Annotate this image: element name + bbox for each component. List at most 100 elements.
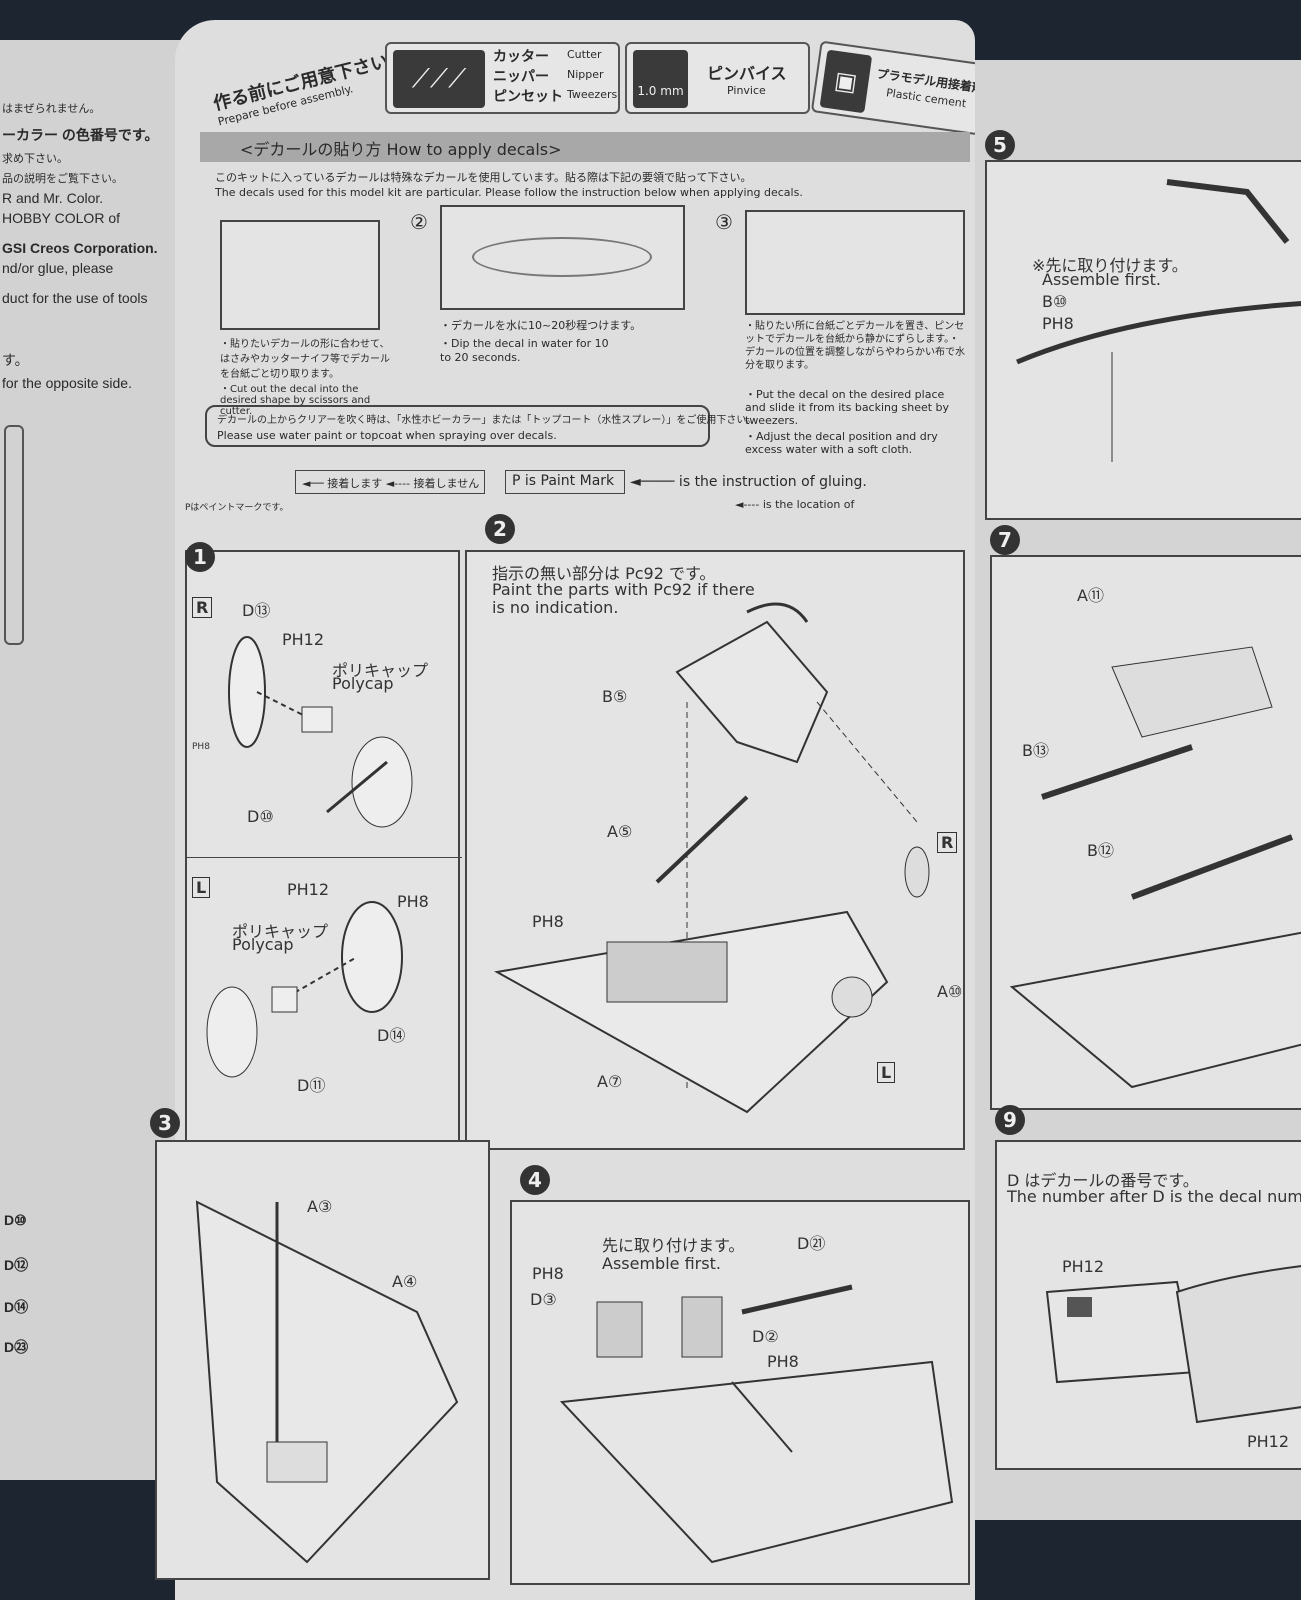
step1-right-drawing [228,636,413,828]
tool-en: Tweezers [567,88,618,101]
left-page: はまぜられません。 ーカラー の色番号です。 求め下さい。 品の説明をご覧下さい… [0,40,195,1480]
text: 求め下さい。 [2,153,68,165]
decal-step2-en: ・Dip the decal in water for 10 to 20 sec… [440,337,609,364]
step9-note-en: The number after D is the decal num [1007,1187,1301,1206]
step1-left-drawing [206,901,403,1078]
step4-panel: 先に取り付けます。 Assemble first. D㉑ PH8 D③ D② P… [510,1200,970,1585]
part-label: A⑦ [597,1072,623,1091]
paint-label: PH8 [532,1264,564,1283]
part-label-en: Polycap [332,674,394,693]
part-label: A⑪ [1077,586,1104,605]
part-label: B⑬ [1022,741,1049,760]
decal-intro-en: The decals used for this model kit are p… [215,186,803,199]
decal-label: D⑩ [4,1212,27,1228]
text: R and Mr. Color. [2,190,104,206]
step5-note-en: Assemble first. [1042,270,1161,289]
left-side-label: L [192,877,211,898]
paint-label: PH12 [287,880,330,899]
right-page: 5 ※先に取り付けます。 Assemble first. B⑩ PH8 7 A⑪… [975,60,1301,1520]
decal-step2-jp: ・デカールを水に10~20秒程つけます。 [440,319,642,332]
decal-step3-en2: ・Adjust the decal position and dry exces… [745,430,938,456]
step2-chassis-drawing [494,602,930,1114]
part-label: A④ [392,1272,418,1291]
cutter-nipper-tweezers-icon: ⟋⟋⟋ [393,50,485,108]
part-label: D⑩ [247,807,274,826]
part-label: D⑬ [242,601,271,620]
step2-note-jp: 指示の無い部分は Pc92 です。 [492,564,716,583]
decal-label: D⑭ [4,1299,29,1315]
decal-heading-bar: <デカールの貼り方 How to apply decals> [200,132,970,162]
text: HOBBY COLOR of [2,210,121,226]
decal-heading: <デカールの貼り方 How to apply decals> [240,140,562,159]
decal-label: D㉓ [4,1339,29,1355]
decal-note-jp: デカールの上からクリアーを吹く時は、「水性ホビーカラー」または「トップコート（水… [217,415,757,426]
tool-box-cement: ▣ プラモデル用接着剤 Plastic cement [810,40,990,136]
paint-label: PH12 [282,630,325,649]
decal-sheet-outline [4,425,24,645]
pinvice-icon: 1.0 mm [633,50,688,108]
step4-note-en: Assemble first. [602,1254,721,1273]
center-page: 作る前にご用意下さい Prepare before assembly. ⟋⟋⟋ … [150,20,990,1600]
paint-label: PH8 [767,1352,799,1371]
tool-jp: ピンセット [493,89,563,105]
decal-note-box: デカールの上からクリアーを吹く時は、「水性ホビーカラー」または「トップコート（水… [205,405,756,447]
tool-en: Pinvice [727,84,766,97]
tool-en: Nipper [567,68,604,81]
decal-step2-illustration [440,205,685,310]
part-label-jp: ポリキャップ [332,661,429,680]
decal-note-en: Please use water paint or topcoat when s… [217,429,557,442]
step4-note-jp: 先に取り付けます。 [602,1236,745,1255]
step5-drawing [1016,179,1301,462]
decal-step3-illustration [745,210,965,315]
text: はまぜられません。 [2,103,101,115]
part-label-en: Polycap [232,935,294,954]
step9-dashboard-drawing [1045,1265,1301,1424]
paint-label: PH12 [1062,1257,1105,1276]
step7-panel: A⑪ B⑬ B⑫ [990,555,1301,1110]
step2-panel: 指示の無い部分は Pc92 です。 Paint the parts with P… [465,550,965,1150]
decal-step1-illustration [220,220,380,330]
text: ーカラー の色番号です。 [2,127,159,143]
text: 品の説明をご覧下さい。 [2,173,123,185]
step4-drivetrain-drawing [559,1284,954,1564]
part-label: D㉑ [797,1234,826,1253]
decal-step3-en1: ・Put the decal on the desired place and … [745,388,950,427]
left-side-label: L [877,1062,896,1083]
right-side-label: R [192,597,213,618]
step-number: 9 [995,1105,1025,1135]
step-number: 3 [150,1108,180,1138]
divider [187,857,462,858]
tool-jp: ピンバイス [707,64,787,83]
legend-location: ◄---- is the location of [735,498,855,511]
legend-paint-mark: P is Paint Mark [512,473,615,489]
step1-panel: R D⑬ PH12 ポリキャップ Polycap D⑩ PH8 L PH12 P… [185,550,462,1145]
paint-label: PH12 [1247,1432,1290,1451]
cement-bottle-icon: ▣ [819,49,873,114]
tool-box-cutters: ⟋⟋⟋ カッター Cutter ニッパー Nipper ピンセット Tweeze… [385,42,620,114]
decal-step1-en: ・Cut out the decal into the desired shap… [220,384,371,417]
legend-jp-glue: ◄── 接着します ◄---- 接着しません [302,477,480,490]
part-label: A⑩ [937,982,963,1001]
part-label: D③ [530,1290,557,1309]
step9-panel: D はデカールの番号です。 The number after D is the … [995,1140,1301,1470]
tool-box-pinvice: 1.0 mm ピンバイス Pinvice [625,42,810,114]
step-number: 5 [985,130,1015,160]
text: GSI Creos Corporation. [2,240,158,256]
legend-en-box: P is Paint Mark [505,470,625,494]
text: for the opposite side. [2,375,132,391]
step3-chassis-drawing [195,1200,459,1564]
part-label: B⑩ [1042,292,1068,311]
paint-label: PH8 [192,742,210,752]
step5-note-jp: ※先に取り付けます。 [1032,256,1188,275]
part-label: A③ [307,1197,333,1216]
part-label: A⑤ [607,822,633,841]
decal-step3-jp: ・貼りたい所に台紙ごとデカールを置き、ピンセットでデカールを台紙から静かにずらし… [745,321,965,371]
step2-note-en: Paint the parts with Pc92 if there [492,580,755,599]
part-label: B⑫ [1087,841,1114,860]
water-dish-icon [472,237,652,277]
step9-note-jp: D はデカールの番号です。 [1007,1171,1199,1190]
decal-step3-number: ③ [715,210,733,234]
text: nd/or glue, please [2,260,114,276]
step-number: 1 [185,542,215,572]
legend-jp-paint: Pはペイントマークです。 [185,503,289,513]
